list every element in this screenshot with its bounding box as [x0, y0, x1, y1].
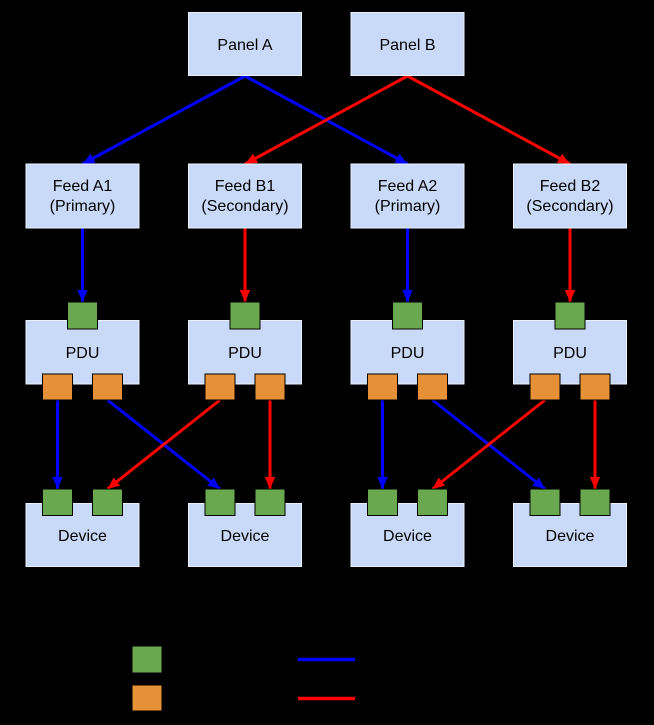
svg-text:PDU: PDU [553, 345, 587, 362]
svg-text:Panel A: Panel A [217, 37, 272, 54]
svg-text:PDU: PDU [228, 345, 262, 362]
svg-text:Device: Device [546, 528, 595, 545]
svg-text:PDU: PDU [66, 345, 100, 362]
svg-text:Device: Device [221, 528, 270, 545]
svg-text:Panel B: Panel B [379, 37, 435, 54]
svg-text:PDU: PDU [391, 345, 425, 362]
svg-text:Device: Device [58, 528, 107, 545]
svg-text:Device: Device [383, 528, 432, 545]
